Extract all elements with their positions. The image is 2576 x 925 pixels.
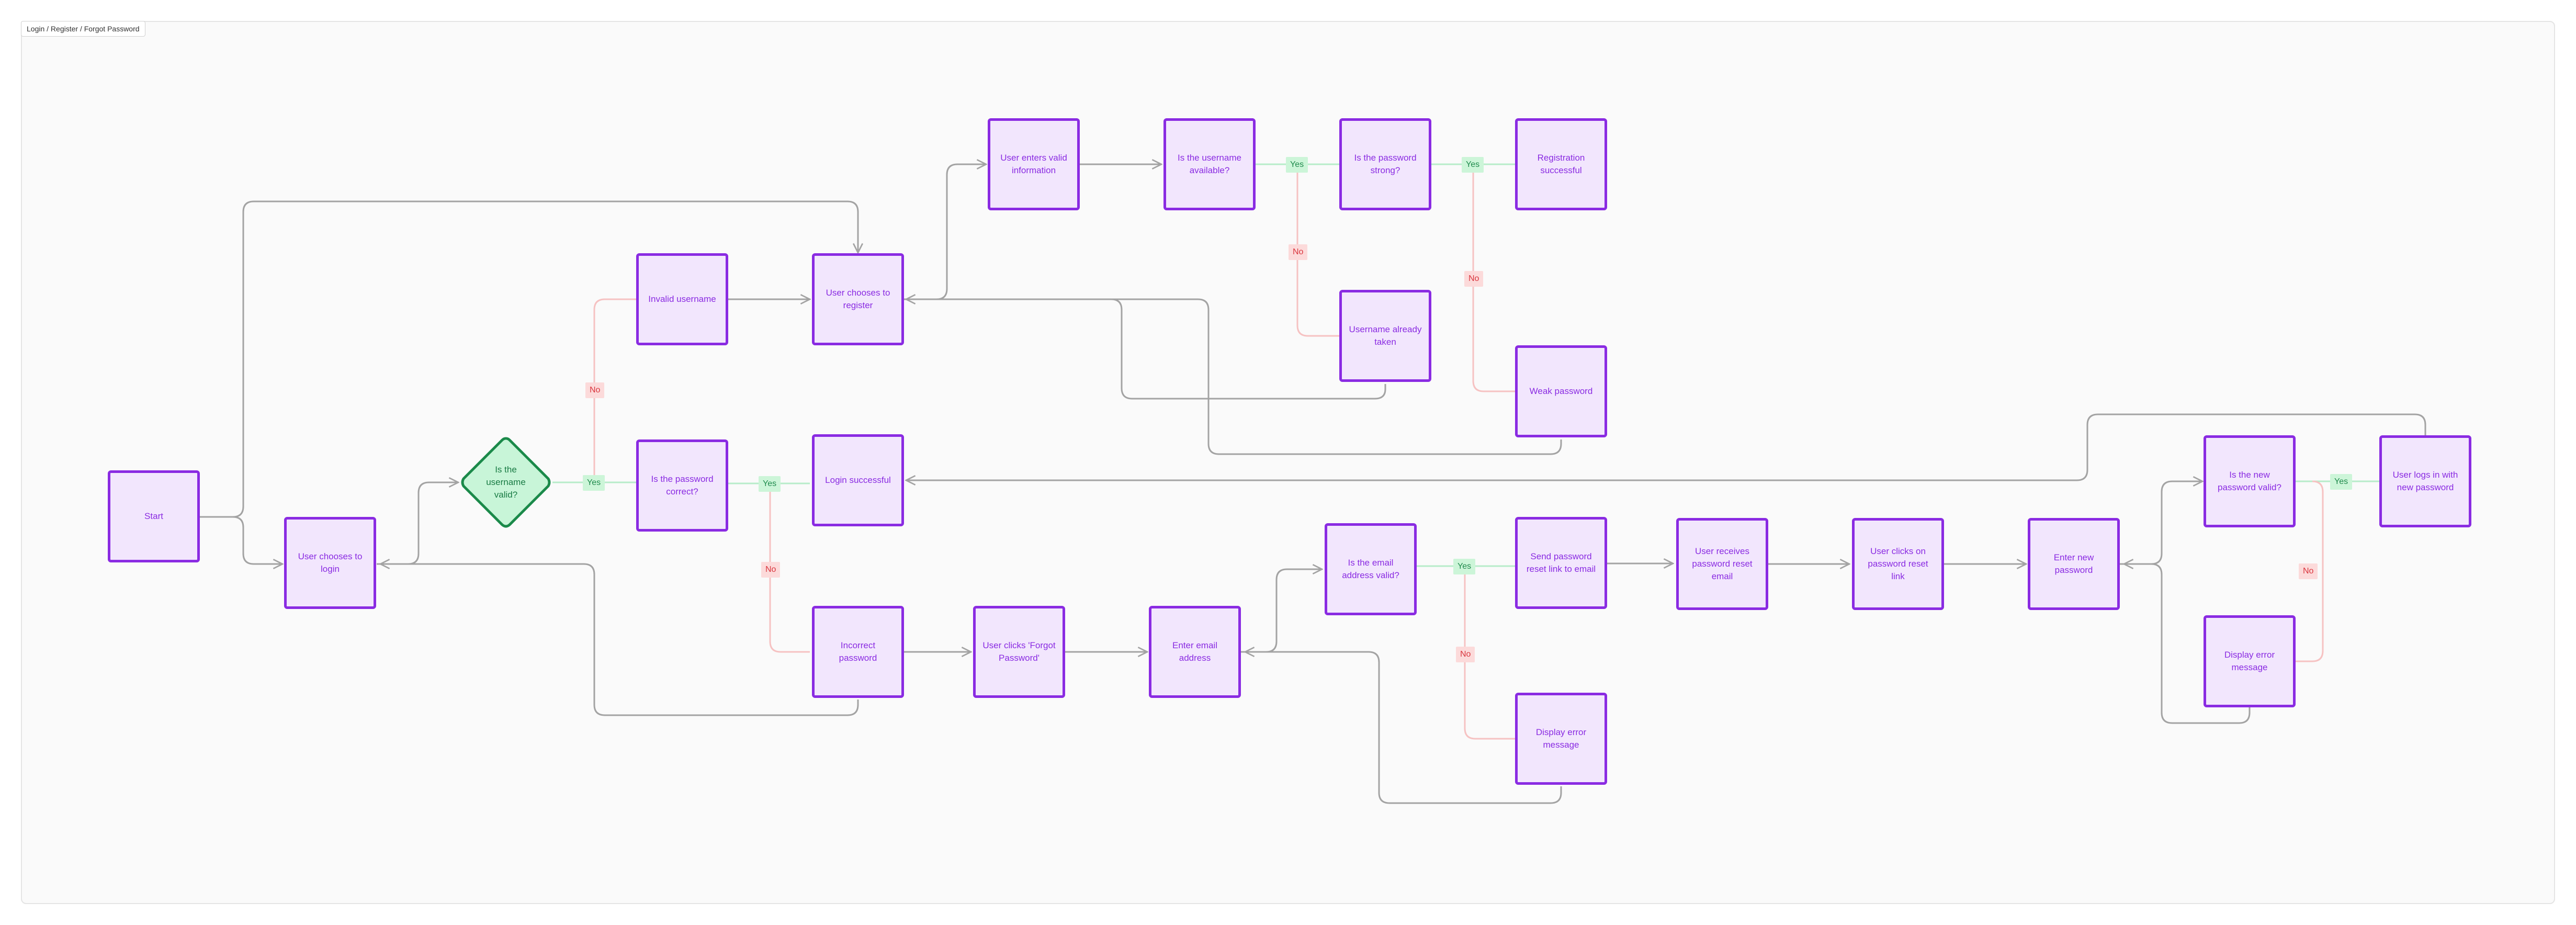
edge-no-password xyxy=(769,483,810,653)
edge-no-new-password xyxy=(2296,480,2324,662)
edge-start-to-login xyxy=(200,516,283,564)
node-start[interactable]: Start xyxy=(108,470,200,562)
node-incorrect-password[interactable]: Incorrect password xyxy=(812,606,904,698)
no-tag: No xyxy=(761,562,781,578)
no-tag: No xyxy=(585,382,605,398)
yes-tag: Yes xyxy=(759,476,781,492)
yes-tag: Yes xyxy=(2330,474,2353,490)
node-registration-successful[interactable]: Registration successful xyxy=(1515,118,1607,210)
decision-username-valid-label: Is the username valid? xyxy=(486,465,526,500)
edge-login-to-username-check xyxy=(377,482,458,565)
yes-tag: Yes xyxy=(1453,559,1476,574)
edge-email-to-valid xyxy=(1241,569,1322,653)
node-user-chooses-login[interactable]: User chooses to login xyxy=(284,517,376,609)
edge-no-email xyxy=(1464,566,1515,740)
diamond-shape xyxy=(461,437,551,528)
node-password-strong[interactable]: Is the password strong? xyxy=(1339,118,1431,210)
node-user-clicks-forgot[interactable]: User clicks 'Forgot Password' xyxy=(973,606,1065,698)
node-weak-password[interactable]: Weak password xyxy=(1515,345,1607,437)
node-send-reset-link[interactable]: Send password reset link to email xyxy=(1515,517,1607,609)
node-login-successful[interactable]: Login successful xyxy=(812,434,904,526)
edge-incorrect-to-login xyxy=(380,564,859,716)
yes-tag: Yes xyxy=(583,475,605,491)
edge-register-to-enters-info xyxy=(902,164,986,300)
node-display-error-new-password[interactable]: Display error message xyxy=(2204,615,2296,707)
edge-weak-to-register xyxy=(906,298,1562,455)
yes-tag: Yes xyxy=(1462,157,1484,173)
edge-error-email-to-enter-email xyxy=(1245,652,1562,804)
node-invalid-username[interactable]: Invalid username xyxy=(636,253,728,345)
node-display-error-email[interactable]: Display error message xyxy=(1515,693,1607,785)
node-logs-in-new-password[interactable]: User logs in with new password xyxy=(2379,435,2471,527)
yes-tag: Yes xyxy=(1286,157,1308,173)
no-tag: No xyxy=(1464,271,1484,287)
node-username-available[interactable]: Is the username available? xyxy=(1163,118,1256,210)
edge-error-new-to-enter-new xyxy=(2124,564,2251,724)
no-tag: No xyxy=(1289,244,1308,260)
frame-label: Login / Register / Forgot Password xyxy=(21,21,145,37)
node-email-valid[interactable]: Is the email address valid? xyxy=(1325,523,1417,615)
edge-no-strong xyxy=(1472,164,1515,392)
node-new-password-valid[interactable]: Is the new password valid? xyxy=(2204,435,2296,527)
node-password-correct[interactable]: Is the password correct? xyxy=(636,439,728,532)
edge-taken-to-register xyxy=(906,299,1386,400)
node-enters-valid-info[interactable]: User enters valid information xyxy=(988,118,1080,210)
node-user-chooses-register[interactable]: User chooses to register xyxy=(812,253,904,345)
node-enter-email[interactable]: Enter email address xyxy=(1149,606,1241,698)
edge-no-username xyxy=(593,298,636,482)
node-username-taken[interactable]: Username already taken xyxy=(1339,290,1431,382)
edge-start-to-register xyxy=(232,200,858,518)
no-tag: No xyxy=(1456,647,1475,662)
decision-username-valid[interactable]: Is the username valid? xyxy=(460,436,552,528)
edge-no-available xyxy=(1296,164,1339,337)
node-clicks-reset-link[interactable]: User clicks on password reset link xyxy=(1852,518,1944,610)
edge-enter-new-to-valid xyxy=(2120,481,2202,565)
no-tag: No xyxy=(2299,563,2318,579)
node-enter-new-password[interactable]: Enter new password xyxy=(2028,518,2120,610)
edge-new-login-to-success xyxy=(906,413,2426,480)
node-receives-reset-email[interactable]: User receives password reset email xyxy=(1676,518,1768,610)
